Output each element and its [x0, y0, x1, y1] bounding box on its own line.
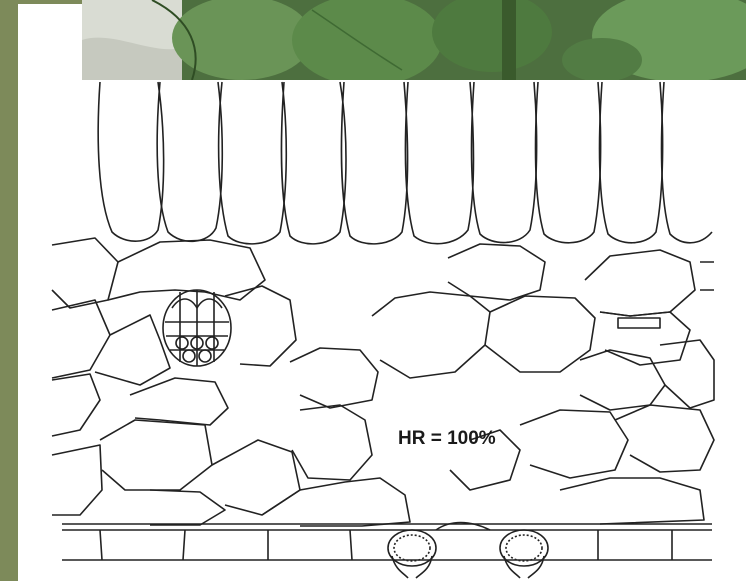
leaf-cross-section-diagram — [18, 4, 746, 581]
leaf-photo — [82, 0, 746, 80]
humidity-label: HR = 100% — [398, 428, 496, 450]
